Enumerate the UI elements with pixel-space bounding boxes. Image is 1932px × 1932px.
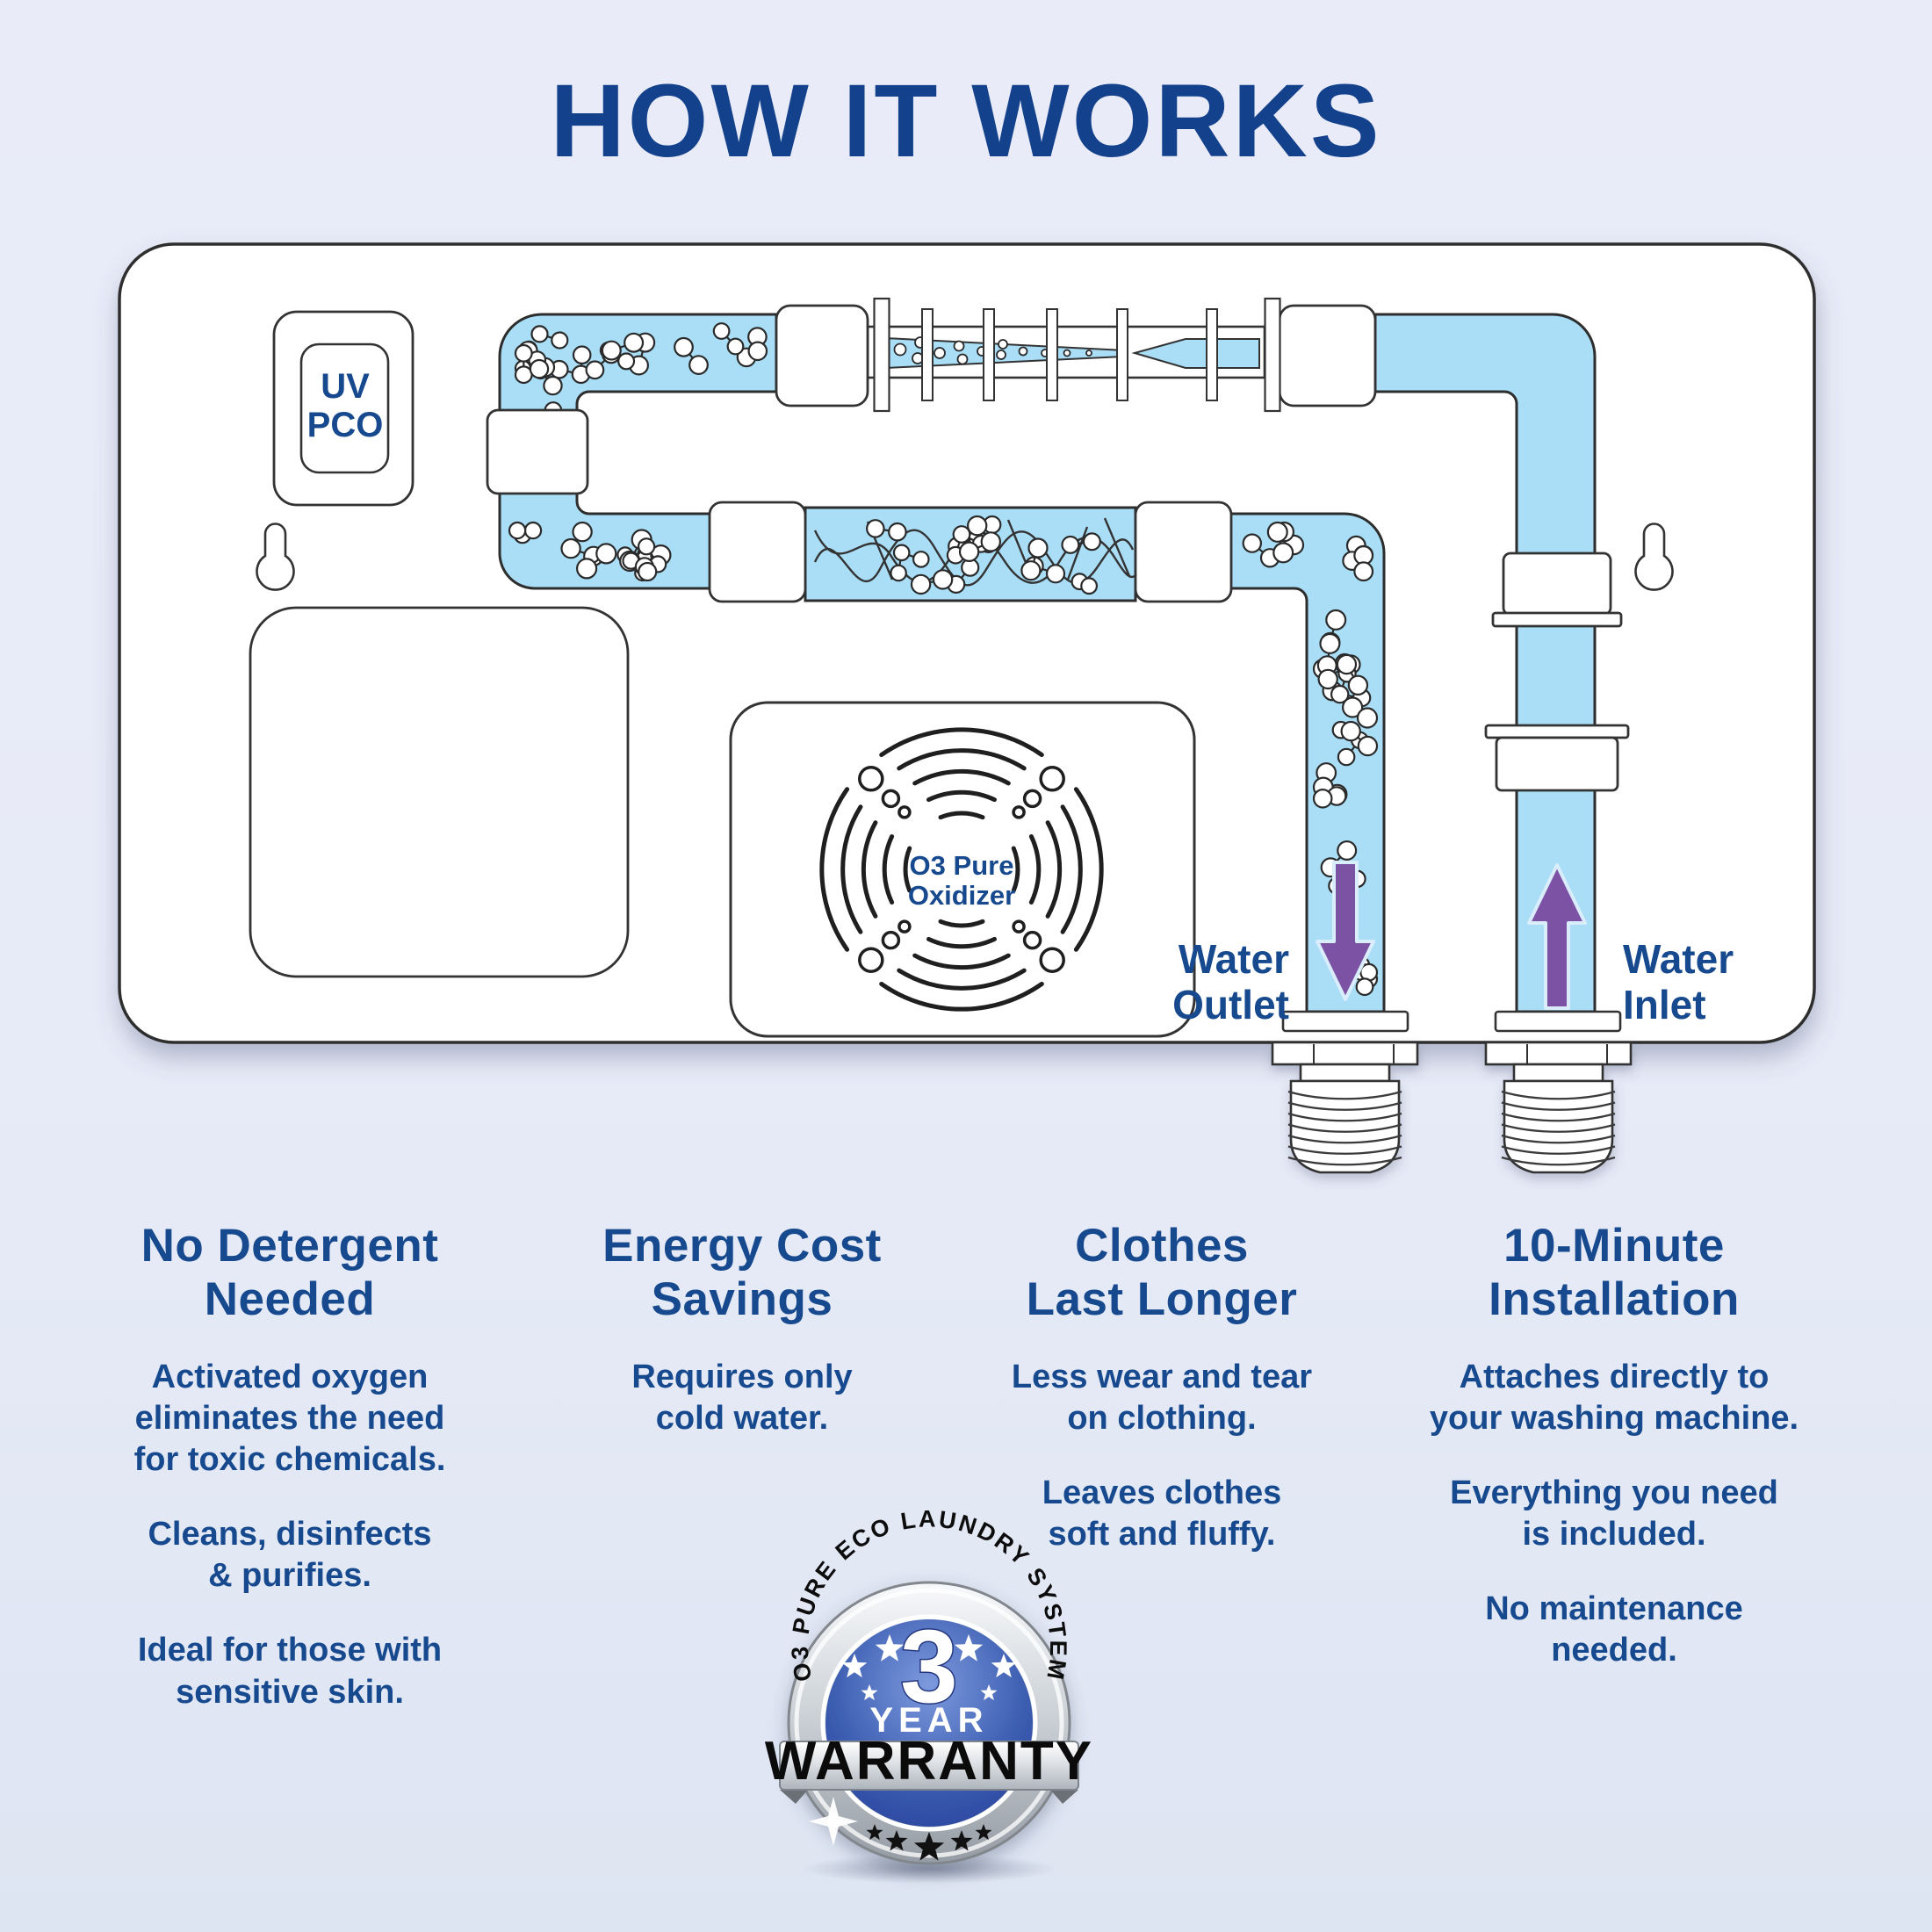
venturi-cap-right	[1278, 304, 1377, 407]
venturi-bubbles	[893, 336, 1092, 365]
venturi-rib	[921, 308, 934, 401]
benefit-text: Ideal for those with sensitive skin.	[137, 1632, 443, 1711]
outlet-flange	[1281, 1010, 1409, 1033]
benefit-text: Leaves clothes soft and fluffy.	[1042, 1474, 1282, 1554]
venturi-rib	[1046, 308, 1058, 401]
benefit-text: No maintenance needed.	[1485, 1590, 1743, 1669]
mixer-fitting-left	[708, 501, 807, 603]
transformer-box	[249, 606, 630, 978]
venturi-rib	[983, 308, 995, 401]
benefit-text: Cleans, disinfects & purifies.	[148, 1516, 432, 1595]
badge-black-stars	[866, 1824, 992, 1861]
oxidizer-box	[729, 701, 1196, 1038]
pipe-threads	[1287, 1079, 1616, 1174]
mounting-keyhole-right	[1634, 523, 1674, 591]
venturi-injector	[866, 325, 1266, 379]
elbow-union-fitting	[486, 408, 589, 495]
fan-grille-icon	[819, 727, 1104, 1012]
benefit-text: Less wear and tear on clothing.	[1011, 1358, 1313, 1438]
inlet-coupler-upper-lip	[1491, 611, 1623, 628]
venturi-cap-left	[775, 304, 869, 407]
inlet-coupler-lower-lip	[1484, 724, 1630, 739]
badge-ribbon	[779, 1741, 1079, 1804]
venturi-rib	[1116, 308, 1128, 401]
pipe-fittings	[486, 408, 1630, 792]
inlet-hex-nut	[1484, 1041, 1633, 1066]
inlet-water-pipe	[1373, 313, 1597, 1013]
inlet-flange	[1494, 1010, 1622, 1033]
benefit-heading: 10-Minute Installation	[1489, 1220, 1740, 1326]
mounting-keyhole-left	[256, 523, 295, 591]
oxidizer-label-line1: O3 Pure	[910, 850, 1014, 881]
benefit-text: Everything you need is included.	[1450, 1474, 1778, 1554]
venturi-rib	[1206, 308, 1218, 401]
badge-year-label: YEAR	[869, 1701, 988, 1740]
ozonated-water-pipe	[498, 313, 1386, 1013]
uv-pco-label-line2: PCO	[307, 406, 384, 444]
page-title: HOW IT WORKS	[550, 63, 1382, 179]
oxidizer-label-line2: Oxidizer	[908, 880, 1015, 911]
threaded-connectors	[1271, 1041, 1633, 1174]
badge-warranty-label: WARRANTY	[765, 1731, 1093, 1791]
water-inlet-label-line2: Inlet	[1623, 982, 1706, 1027]
venturi-plate	[1264, 297, 1281, 413]
badge-shadow	[802, 1854, 1056, 1884]
benefit-text: Attaches directly to your washing machin…	[1429, 1358, 1799, 1438]
inlet-collar	[1512, 1063, 1604, 1083]
mixer-fitting-right	[1134, 501, 1233, 603]
badge-years-number: 3	[900, 1609, 958, 1725]
water-outlet-down-arrow-icon	[1316, 861, 1375, 1001]
venturi-caps-ribs	[775, 297, 1377, 413]
benefit-text: Requires only cold water.	[631, 1358, 853, 1438]
uv-pco-label-line1: UV	[321, 367, 370, 406]
outlet-collar	[1299, 1063, 1391, 1083]
benefit-text: Activated oxygen eliminates the need for…	[133, 1358, 446, 1479]
water-outlet-label-line1: Water	[1179, 936, 1289, 982]
uv-pco-window	[299, 342, 390, 474]
benefit-heading: Energy Cost Savings	[602, 1220, 882, 1326]
water-outlet-label-line2: Outlet	[1172, 982, 1289, 1027]
benefit-heading: Clothes Last Longer	[1026, 1220, 1298, 1326]
water-inlet-label-line1: Water	[1623, 936, 1734, 982]
inlet-coupler-lower	[1495, 736, 1619, 792]
inlet-coupler-upper	[1502, 551, 1612, 616]
badge-sparkle-icon	[809, 1797, 858, 1846]
venturi-plate	[873, 297, 890, 413]
water-inlet-up-arrow-icon	[1527, 863, 1587, 1010]
badge-white-stars	[841, 1634, 1017, 1701]
benefit-heading: No Detergent Needed	[141, 1220, 439, 1326]
outlet-hex-nut	[1271, 1041, 1419, 1066]
